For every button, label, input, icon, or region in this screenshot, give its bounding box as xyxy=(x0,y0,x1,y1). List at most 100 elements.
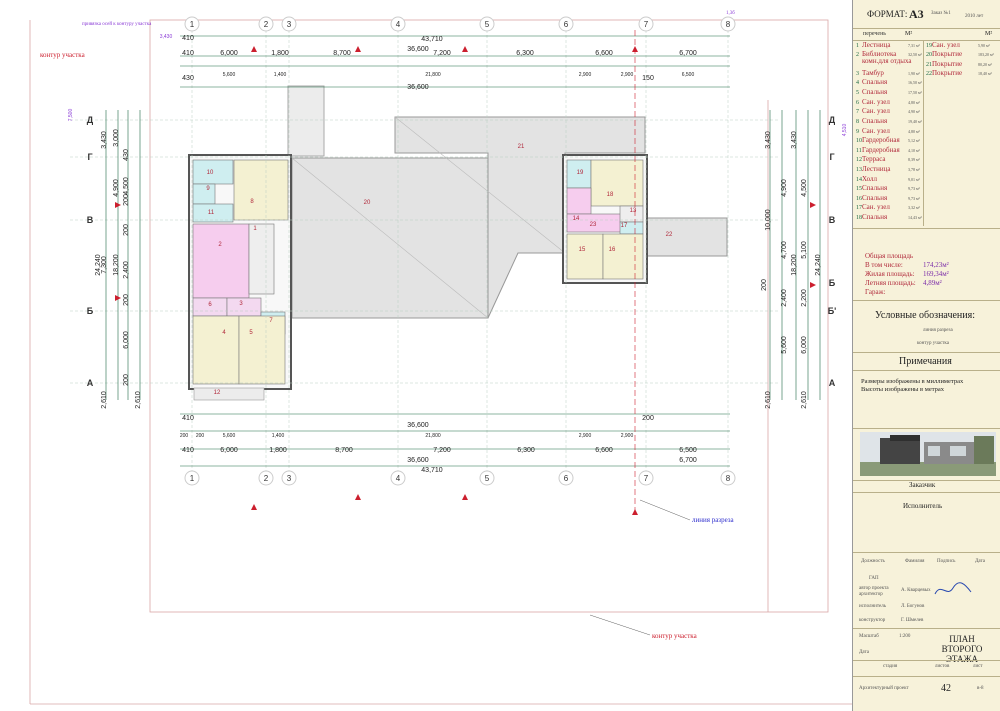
room-schedule-row-right-name: Сан. узел xyxy=(932,41,960,49)
dim-bottom-overall-2: 36,600 xyxy=(407,457,429,464)
dim-mid: 36,600 xyxy=(407,84,429,91)
section-marker xyxy=(355,46,361,52)
room-schedule-row-name: Лестница xyxy=(862,41,891,49)
dim-mid-right: 150 xyxy=(642,75,654,82)
col-m2b: М² xyxy=(985,31,993,37)
dim-value-bottom-small: 1,400 xyxy=(272,433,285,439)
section-marker xyxy=(251,504,257,510)
sheets-value: 42 xyxy=(941,683,951,694)
purple-note-top: привязка осей к контуру участка xyxy=(82,22,152,27)
room-number-label: 2 xyxy=(218,242,222,248)
room-number-label: 9 xyxy=(206,186,210,192)
room-number-label: 4 xyxy=(222,330,226,336)
room-number-label: 13 xyxy=(630,208,637,214)
dim-value-bottom-small: 200 xyxy=(196,433,205,439)
room-schedule-row-name: Библиотека комн.для отдыха xyxy=(862,50,912,65)
room-schedule-row-num: 15 xyxy=(856,186,862,192)
contractor-label: Исполнитель xyxy=(903,502,943,510)
stage-value: Архитектурный проект xyxy=(859,686,909,691)
dim-value-left: 200 xyxy=(123,224,130,236)
dim-value-right: 5,100 xyxy=(801,241,808,259)
room-schedule-row-area: 19,40 м² xyxy=(908,119,922,124)
axis-label-right: Г xyxy=(829,152,834,162)
tbl-date: Дата xyxy=(975,559,985,564)
leader-line xyxy=(589,614,651,636)
room-schedule-row-name: Сан. узел xyxy=(862,107,890,115)
room-number-label: 10 xyxy=(207,170,214,176)
dim-value-top: 1,800 xyxy=(271,50,289,57)
notes-title: Примечания xyxy=(899,356,952,367)
format-value: А3 xyxy=(909,7,924,21)
room-number-label: 3 xyxy=(239,301,243,307)
dim-value-bottom-small: 2,900 xyxy=(621,433,634,439)
constructor-name: Г. Шмелев xyxy=(901,618,924,623)
dim-value-right: 4,900 xyxy=(781,179,788,197)
room-schedule-row-right-num: 20 xyxy=(926,52,932,58)
axis-label-top: 6 xyxy=(564,20,569,29)
dim-value-left: 2,610 xyxy=(135,391,142,409)
dim-value-top: 2,900 xyxy=(579,72,592,78)
room-schedule-row-area: 8,39 м² xyxy=(908,157,920,162)
roof-hip-line xyxy=(291,157,489,319)
room-schedule-row-num: 12 xyxy=(856,157,862,163)
axis-label-left: Д xyxy=(87,115,94,125)
room-schedule-row-name: Спальня xyxy=(862,78,888,86)
axis-label-bottom: 6 xyxy=(564,474,569,483)
axis-label-left: В xyxy=(87,215,94,225)
dim-value-left: 3,430 xyxy=(101,131,108,149)
room-number-label: 5 xyxy=(249,330,253,336)
dim-value-bottom: 410 xyxy=(182,447,194,454)
dim-value-top: 6,300 xyxy=(516,50,534,57)
axis-label-right: Б xyxy=(829,278,836,288)
legend-title: Условные обозначения: xyxy=(875,310,976,321)
room-schedule-row-name: Спальня xyxy=(862,184,888,192)
dim-overall-a: 36,600 xyxy=(407,46,429,53)
section-marker xyxy=(355,494,361,500)
purple-corner-dim: 1,3б xyxy=(726,11,735,16)
axis-label-bottom: 7 xyxy=(644,474,649,483)
room-schedule-row-name: Сан. узел xyxy=(862,203,890,211)
axis-label-bottom: 8 xyxy=(726,474,731,483)
room-schedule-row-name: Спальня xyxy=(862,88,888,96)
dim-value-top: 2,900 xyxy=(621,72,634,78)
dim-corner: 410 xyxy=(182,35,194,42)
dim-value-left: 200 xyxy=(123,294,130,306)
room-schedule-row-area: 3,78 м² xyxy=(908,167,920,172)
dim-bottom-overall-b: 43,710 xyxy=(421,467,443,474)
dim-value-right: 3,430 xyxy=(791,131,798,149)
room-11 xyxy=(192,203,234,223)
gap-label: ГАП xyxy=(869,576,879,581)
dim-value-bottom: 6,500 xyxy=(679,447,697,454)
room-19 xyxy=(566,159,592,189)
room-1 xyxy=(248,223,275,295)
axis-label-right: В xyxy=(829,215,836,225)
room-schedule-row-right-name: Покрытие xyxy=(932,50,963,58)
axis-bubble xyxy=(184,470,200,486)
signature xyxy=(934,582,972,595)
year-label: 2010 лет xyxy=(965,14,984,19)
format-label: ФОРМАТ: xyxy=(867,9,908,19)
room-schedule-row-name: Спальня xyxy=(862,213,888,221)
room-number-label: 1 xyxy=(253,226,257,232)
dim-purple-right: 4,510 xyxy=(842,124,848,137)
legend-site-outline: контур участка xyxy=(917,341,949,346)
axis-label-bottom: 4 xyxy=(396,474,401,483)
axis-label-top: 5 xyxy=(485,20,490,29)
room-schedule-row-right-name: Покрытие xyxy=(932,69,963,77)
room-schedule-row-area: 14,43 м² xyxy=(908,215,922,220)
roof-area-22 xyxy=(644,217,728,257)
notes-line-1: Размеры изображены в миллиметрах xyxy=(861,378,964,385)
axis-bubble xyxy=(720,470,736,486)
roof-hip-line-2 xyxy=(394,116,566,254)
axis-bubble xyxy=(638,16,654,32)
dim-value-bottom: 8,700 xyxy=(335,447,353,454)
room-schedule-row-num: 7 xyxy=(856,109,859,115)
room-schedule-row-right-num: 21 xyxy=(926,62,932,68)
col-m2: М² xyxy=(905,31,913,37)
room-schedule-row-area: 9,01 м² xyxy=(908,177,920,182)
tbl-name: Фамилия xyxy=(905,559,925,564)
axis-label-left: Б xyxy=(87,306,94,316)
section-marker xyxy=(810,202,816,208)
dim-bottom-rightmost: 6,700 xyxy=(679,457,697,464)
